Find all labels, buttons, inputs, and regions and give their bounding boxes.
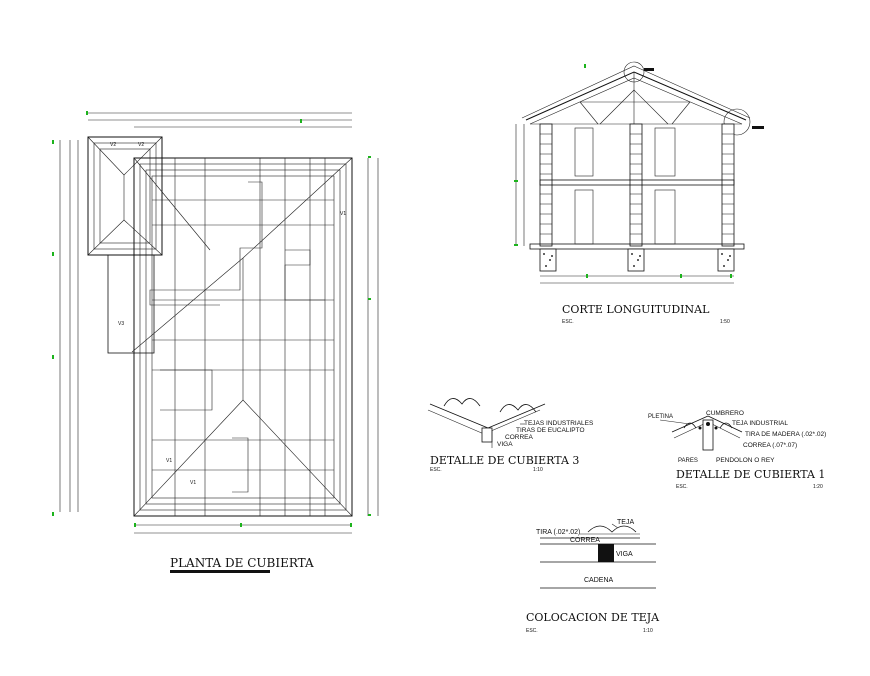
section-scale: 1:50 [720,319,730,325]
roof-detail-1: CUMBRERO TEJA INDUSTRIAL TIRA DE MADERA … [648,410,826,490]
detail1-note-1: CUMBRERO [706,410,744,417]
detail1-note-7: PLETINA [648,414,673,420]
roof-plan: V1 V1 V1 V2 V2 V3 PLANTA DE CUBIERTA [52,111,379,573]
detail1-note-3: TIRA DE MADERA (.02*.02) [745,431,826,438]
detail1-note-5: PENDOLON O REY [716,457,775,464]
plan-tag-1: V1 [340,211,346,217]
colocacion-note-2: TIRA (.02*.02) [536,529,580,536]
colocacion-note-3: CORREA [570,537,600,544]
plan-tag-4: V2 [110,142,116,148]
plan-dimension-markers [52,111,371,527]
plan-title-underline [170,570,270,573]
detail3-note-3: CORREA [505,434,533,441]
roof-detail-3: TEJAS INDUSTRIALES TIRAS DE EUCALIPTO CO… [427,398,594,473]
section-title: CORTE LONGUITUDINAL [562,303,710,316]
plan-tag-3: V1 [190,480,196,486]
detail3-note-2: TIRAS DE EUCALIPTO [516,427,585,434]
colocacion-scale-label: ESC. [526,628,538,634]
detail1-scale-label: ESC. [676,484,688,490]
section-scale-label: ESC. [562,319,574,325]
detail3-scale: 1:10 [533,467,543,473]
colocacion-scale: 1:10 [643,628,653,634]
longitudinal-section: CORTE LONGUITUDINAL ESC. 1:50 [514,61,764,325]
detail3-note-4: VIGA [497,441,513,448]
section-dimension-markers [514,64,732,278]
colocacion-title: COLOCACION DE TEJA [526,611,660,624]
plan-title: PLANTA DE CUBIERTA [170,556,314,570]
tile-placement-detail: TEJA TIRA (.02*.02) CORREA VIGA CADENA C… [526,519,660,634]
detail1-note-6: PARES [678,458,698,464]
colocacion-note-5: CADENA [584,577,614,584]
colocacion-note-4: VIGA [616,551,633,558]
colocacion-note-1: TEJA [617,519,634,526]
plan-tag-5: V2 [138,142,144,148]
plan-tag-2: V1 [166,458,172,464]
detail1-note-2: TEJA INDUSTRIAL [732,420,788,427]
detail3-title: DETALLE DE CUBIERTA 3 [430,454,579,467]
plan-tag-6: V3 [118,321,124,327]
detail3-note-1: TEJAS INDUSTRIALES [524,420,594,427]
detail3-scale-label: ESC. [430,467,442,473]
detail1-note-4: CORREA (.07*.07) [743,442,797,449]
detail1-title: DETALLE DE CUBIERTA 1 [676,468,825,481]
detail1-scale: 1:20 [813,484,823,490]
